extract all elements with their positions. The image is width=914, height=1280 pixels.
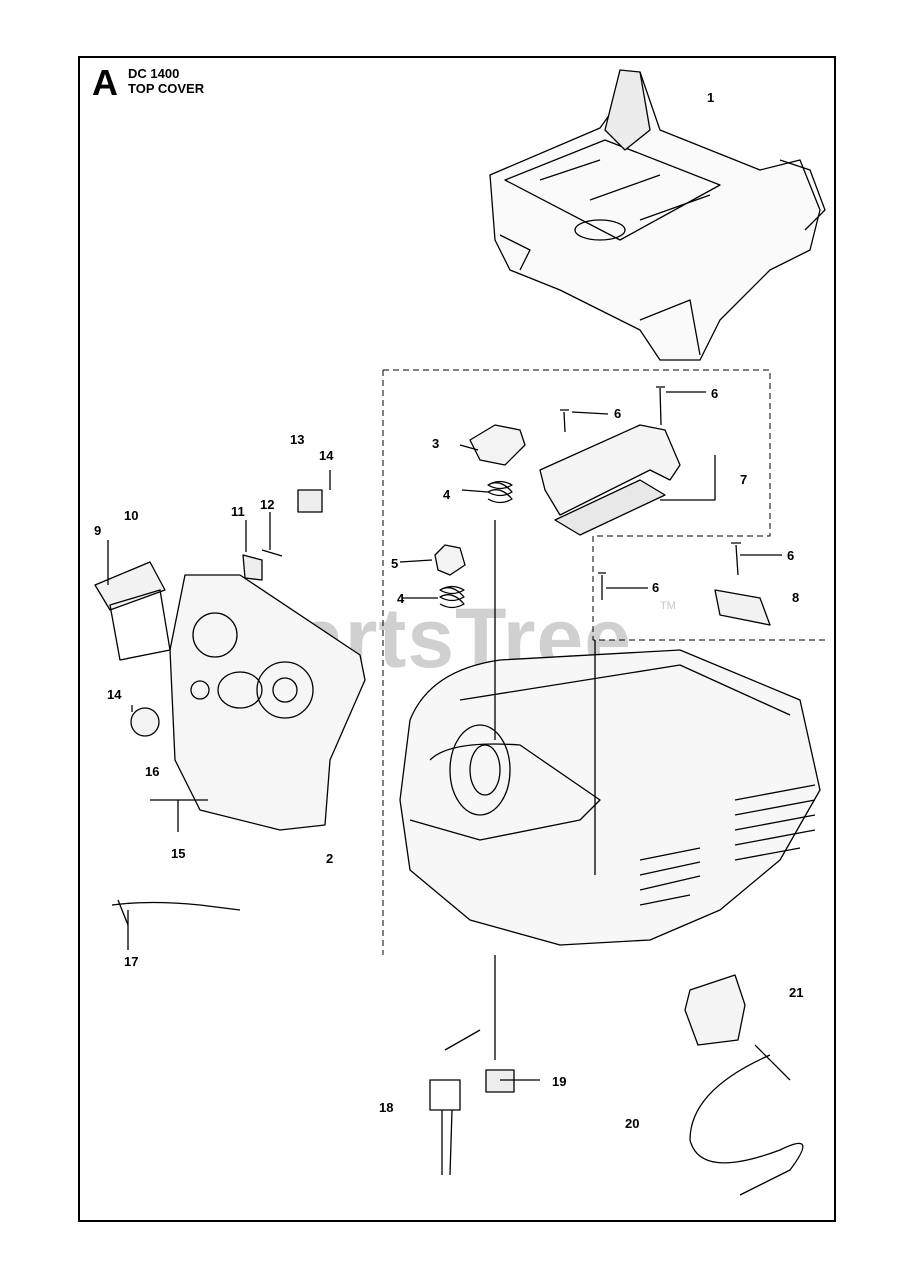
callout-20: 20 (625, 1116, 640, 1131)
part-3-knob (469, 424, 526, 466)
callout-8: 8 (792, 590, 800, 605)
part-12-screw (261, 549, 283, 557)
model-name: DC 1400 (128, 66, 180, 81)
callout-3: 3 (432, 436, 440, 451)
callout-21: 21 (789, 985, 804, 1000)
part-6-screw-a (560, 409, 569, 433)
part-15-bracket (150, 799, 208, 832)
callout-6a: 6 (614, 406, 622, 421)
callout-2: 2 (326, 851, 334, 866)
part-6-screw-c (731, 542, 741, 576)
part-20-power-cord (689, 1044, 804, 1196)
part-16-cap (130, 707, 160, 737)
part-21-plate (684, 974, 746, 1046)
callout-7: 7 (740, 472, 748, 487)
part-4-spring-upper (487, 480, 513, 504)
callout-9: 9 (94, 523, 102, 538)
callout-12: 12 (260, 497, 275, 512)
part-11-switch (242, 554, 263, 581)
part-10-seal (109, 589, 171, 661)
callout-6b: 6 (711, 386, 719, 401)
callout-14-upper: 14 (319, 448, 334, 463)
part-13-plate (297, 489, 323, 513)
part-front-panel (169, 574, 366, 831)
part-4-spring-lower (439, 585, 465, 609)
callout-10: 10 (124, 508, 139, 523)
callout-19: 19 (552, 1074, 567, 1089)
diagram-title: DC 1400 TOP COVER (128, 66, 204, 96)
part-1-top-tray (489, 69, 826, 361)
part-9-lid (94, 561, 166, 611)
callout-5: 5 (391, 556, 399, 571)
section-title: TOP COVER (128, 81, 205, 96)
part-5-button (434, 544, 466, 576)
callout-14-lower: 14 (107, 687, 122, 702)
callout-4-lower: 4 (397, 591, 405, 606)
diagram-frame (78, 56, 836, 1222)
part-8-clip (714, 589, 771, 626)
callout-16: 16 (145, 764, 160, 779)
part-7-handle (539, 424, 681, 536)
callout-15: 15 (171, 846, 186, 861)
part-6-screw-b (656, 386, 665, 426)
callout-6d: 6 (652, 580, 660, 595)
callout-6c: 6 (787, 548, 795, 563)
callout-17: 17 (124, 954, 139, 969)
part-19-block (485, 1069, 515, 1093)
watermark-tm: TM (660, 600, 676, 612)
part-18-harness (429, 1029, 481, 1176)
callout-18: 18 (379, 1100, 394, 1115)
part-6-screw-d (598, 572, 606, 600)
part-2-main-cover (399, 520, 821, 946)
callout-11: 11 (231, 504, 245, 519)
callout-1: 1 (707, 90, 715, 105)
section-letter: A (92, 62, 118, 103)
callout-13: 13 (290, 432, 305, 447)
part-17-cable (111, 901, 241, 911)
callout-4-upper: 4 (443, 487, 451, 502)
